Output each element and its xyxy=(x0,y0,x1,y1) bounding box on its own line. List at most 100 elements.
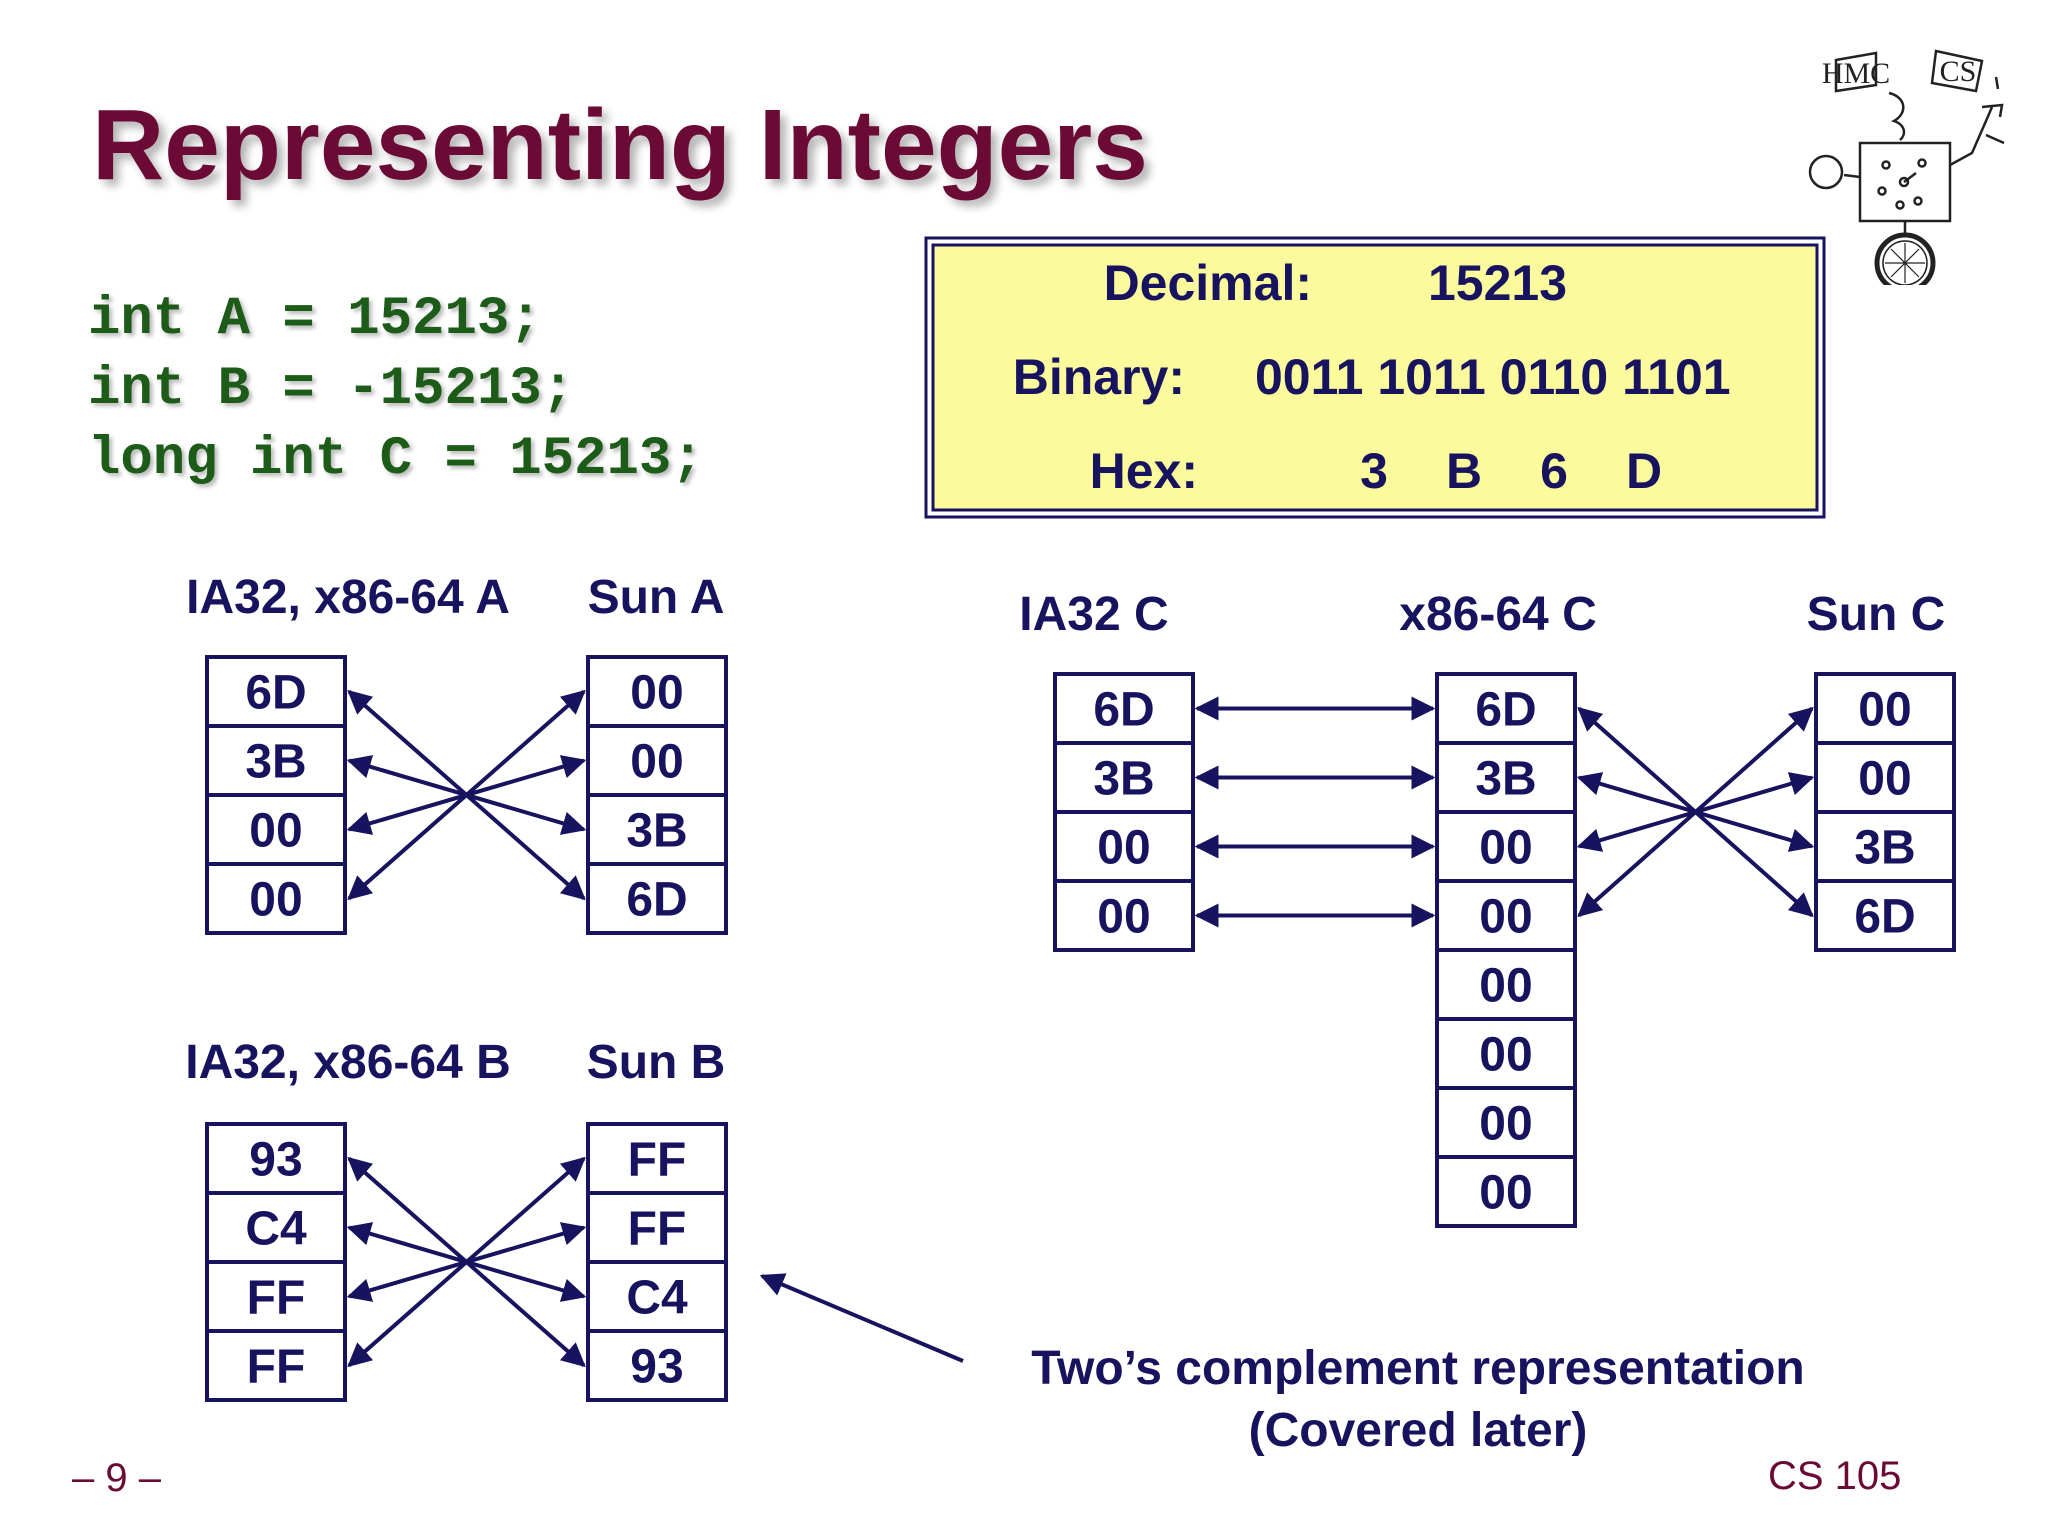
hex-digit: B xyxy=(1446,443,1482,499)
memory-cell-value: 93 xyxy=(249,1134,302,1187)
number-info-box: Decimal: 15213 Binary: 0011 1011 0110 11… xyxy=(924,236,1826,519)
header-x86-64-c: x86-64 C xyxy=(1399,588,1596,641)
memory-cell-value: 00 xyxy=(1479,891,1532,944)
memory-cell-value: 6D xyxy=(1475,684,1536,737)
memory-cell-box xyxy=(586,655,728,728)
memory-cell: 00 xyxy=(205,862,347,935)
memory-cell-value: FF xyxy=(247,1272,306,1325)
memory-cell-value: FF xyxy=(247,1341,306,1394)
memory-cell-box xyxy=(1814,810,1956,883)
memory-cell-value: 00 xyxy=(1479,1098,1532,1151)
header-ia32-c: IA32 C xyxy=(1019,588,1168,641)
code-block: int A = 15213; int B = -15213; long int … xyxy=(88,285,704,495)
memory-cell: 6D xyxy=(1435,672,1577,745)
memory-cell-value: 00 xyxy=(1479,1029,1532,1082)
page-number: – 9 – xyxy=(72,1456,161,1500)
memory-cell-value: 3B xyxy=(626,805,687,858)
memory-cell: 6D xyxy=(1814,879,1956,952)
memory-cell-value: 00 xyxy=(1479,1167,1532,1220)
memory-cell-box xyxy=(205,655,347,728)
hex-digit: D xyxy=(1626,443,1662,499)
memory-cell-box xyxy=(586,793,728,866)
memory-cell: 00 xyxy=(1053,879,1195,952)
memory-cell: 6D xyxy=(586,862,728,935)
memory-cell-box xyxy=(586,1329,728,1402)
memory-cell-value: 00 xyxy=(1097,822,1150,875)
annotation: Two’s complement representation (Covered… xyxy=(759,1273,1805,1457)
memory-cell-value: 00 xyxy=(630,667,683,720)
memory-cell-value: FF xyxy=(628,1203,687,1256)
hex-label: Hex: xyxy=(1090,443,1198,499)
memory-cell: 3B xyxy=(1053,741,1195,814)
code-line-c: long int C = 15213; xyxy=(88,429,704,490)
memory-cell: 00 xyxy=(1814,741,1956,814)
memory-cell: 3B xyxy=(1814,810,1956,883)
memory-cell: 3B xyxy=(205,724,347,797)
course-label: CS 105 xyxy=(1768,1454,1902,1498)
decimal-value: 15213 xyxy=(1428,255,1567,311)
memory-cell-box xyxy=(586,1191,728,1264)
memory-cell-value: 3B xyxy=(1475,753,1536,806)
memory-cell: 00 xyxy=(1435,1086,1577,1159)
memory-cell-value: 6D xyxy=(245,667,306,720)
memory-cell-box xyxy=(1435,1155,1577,1228)
byte-mapping-arrow xyxy=(347,689,586,901)
memory-cell-box xyxy=(205,1260,347,1333)
annotation-line-2: (Covered later) xyxy=(1249,1404,1588,1457)
memory-cell: FF xyxy=(205,1329,347,1402)
memory-cells: 6D3B000000003B6D93C4FFFFFFFFC4936D3B0000… xyxy=(205,655,1956,1402)
memory-cell-box xyxy=(1435,810,1577,883)
memory-cell-value: 00 xyxy=(1858,753,1911,806)
memory-cell: 93 xyxy=(586,1329,728,1402)
code-line-a: int A = 15213; xyxy=(88,289,542,350)
memory-cell-box xyxy=(1053,672,1195,745)
memory-cell-value: 00 xyxy=(630,736,683,789)
slide-title: Representing Integers xyxy=(92,89,1148,201)
memory-cell: 6D xyxy=(1053,672,1195,745)
memory-cell: 00 xyxy=(1814,672,1956,745)
memory-cell-box xyxy=(205,1191,347,1264)
memory-cell-box xyxy=(205,724,347,797)
byte-mapping-arrow xyxy=(347,1156,586,1368)
memory-cell-value: 6D xyxy=(626,874,687,927)
memory-cell-box xyxy=(205,1329,347,1402)
memory-cell: 00 xyxy=(205,793,347,866)
memory-cell: 00 xyxy=(1435,948,1577,1021)
hmc-cs-robot-logo: HMC CS xyxy=(1808,49,2005,285)
memory-cell: 6D xyxy=(205,655,347,728)
memory-cell-value: 00 xyxy=(249,874,302,927)
header-sun-b: Sun B xyxy=(587,1036,726,1089)
memory-cell-box xyxy=(586,724,728,797)
header-sun-c: Sun C xyxy=(1807,588,1946,641)
memory-cell-box xyxy=(1814,672,1956,745)
memory-cell: FF xyxy=(205,1260,347,1333)
memory-cell-value: 00 xyxy=(1479,960,1532,1013)
memory-cell-box xyxy=(1053,741,1195,814)
memory-cell-value: 00 xyxy=(1097,891,1150,944)
logo-text-hmc: HMC xyxy=(1822,57,1890,90)
memory-cell: 00 xyxy=(1435,1155,1577,1228)
hex-digit: 3 xyxy=(1360,443,1388,499)
memory-cell: 00 xyxy=(586,724,728,797)
binary-value: 0011 1011 0110 1101 xyxy=(1255,349,1731,405)
code-line-b: int B = -15213; xyxy=(88,359,575,420)
memory-cell: FF xyxy=(586,1122,728,1195)
memory-cell-value: 93 xyxy=(630,1341,683,1394)
memory-cell-box xyxy=(586,862,728,935)
memory-cell: 93 xyxy=(205,1122,347,1195)
memory-cell: C4 xyxy=(205,1191,347,1264)
hex-digit: 6 xyxy=(1540,443,1568,499)
memory-cell: 00 xyxy=(1435,879,1577,952)
memory-cell: 3B xyxy=(586,793,728,866)
memory-cell: FF xyxy=(586,1191,728,1264)
memory-cell-box xyxy=(205,1122,347,1195)
memory-cell: 00 xyxy=(1435,810,1577,883)
memory-cell-value: C4 xyxy=(626,1272,688,1325)
logo-text-cs: CS xyxy=(1940,55,1977,88)
memory-cell-value: 3B xyxy=(1854,822,1915,875)
memory-cell-value: FF xyxy=(628,1134,687,1187)
memory-cell-value: C4 xyxy=(245,1203,307,1256)
memory-cell: 3B xyxy=(1435,741,1577,814)
